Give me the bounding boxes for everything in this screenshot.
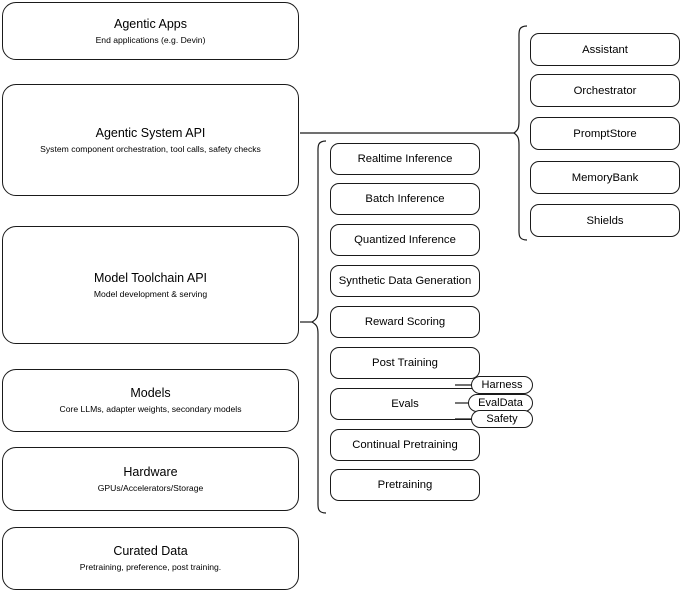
layer-box-agentic-apps[interactable]: Agentic Apps End applications (e.g. Devi… [2, 2, 299, 60]
toolchain-node-batch-inference[interactable]: Batch Inference [330, 183, 480, 215]
node-label: PromptStore [573, 127, 637, 140]
brace-toolchain-components [310, 140, 327, 514]
system-node-orchestrator[interactable]: Orchestrator [530, 74, 680, 107]
pill-label: Harness [481, 378, 523, 391]
node-label: Pretraining [377, 479, 433, 491]
system-node-memorybank[interactable]: MemoryBank [530, 161, 680, 194]
layer-subtitle: Pretraining, preference, post training. [79, 562, 222, 572]
layer-box-agentic-system-api[interactable]: Agentic System API System component orch… [2, 84, 299, 196]
evals-pill-harness[interactable]: Harness [471, 376, 533, 394]
node-label: Post Training [372, 357, 438, 369]
layer-subtitle: End applications (e.g. Devin) [95, 34, 206, 45]
node-label: Batch Inference [365, 193, 445, 205]
layer-subtitle: System component orchestration, tool cal… [40, 143, 261, 154]
toolchain-node-pretraining[interactable]: Pretraining [330, 469, 480, 501]
toolchain-node-reward-scoring[interactable]: Reward Scoring [330, 306, 480, 338]
toolchain-node-evals[interactable]: Evals [330, 388, 480, 420]
pill-label: Safety [486, 412, 518, 425]
node-label: Orchestrator [573, 84, 637, 97]
layer-box-hardware[interactable]: Hardware GPUs/Accelerators/Storage [2, 447, 299, 511]
node-label: Evals [391, 398, 419, 410]
node-label: Realtime Inference [357, 153, 453, 165]
system-node-shields[interactable]: Shields [530, 204, 680, 237]
node-label: Assistant [582, 43, 628, 56]
layer-box-models[interactable]: Models Core LLMs, adapter weights, secon… [2, 369, 299, 432]
node-label: Synthetic Data Generation [338, 275, 472, 287]
layer-title: Agentic System API [95, 125, 206, 140]
layer-title: Curated Data [113, 544, 188, 558]
system-node-promptstore[interactable]: PromptStore [530, 117, 680, 150]
toolchain-node-synthetic-data-generation[interactable]: Synthetic Data Generation [330, 265, 480, 297]
node-label: Reward Scoring [364, 316, 446, 328]
node-label: MemoryBank [571, 171, 639, 184]
toolchain-node-continual-pretraining[interactable]: Continual Pretraining [330, 429, 480, 461]
layer-title: Agentic Apps [114, 16, 187, 31]
layer-subtitle: Core LLMs, adapter weights, secondary mo… [59, 404, 242, 414]
node-label: Continual Pretraining [352, 439, 458, 451]
pill-label: EvalData [478, 396, 523, 409]
node-label: Shields [586, 214, 624, 227]
layer-box-model-toolchain-api[interactable]: Model Toolchain API Model development & … [2, 226, 299, 344]
brace-system-components [513, 25, 528, 241]
layer-subtitle: GPUs/Accelerators/Storage [97, 482, 204, 493]
toolchain-node-post-training[interactable]: Post Training [330, 347, 480, 379]
toolchain-node-quantized-inference[interactable]: Quantized Inference [330, 224, 480, 256]
layer-title: Model Toolchain API [93, 270, 208, 285]
layer-subtitle: Model development & serving [93, 288, 208, 299]
evals-pill-evaldata[interactable]: EvalData [468, 394, 533, 412]
evals-pill-safety[interactable]: Safety [471, 410, 533, 428]
toolchain-node-realtime-inference[interactable]: Realtime Inference [330, 143, 480, 175]
node-label: Quantized Inference [354, 234, 456, 246]
layer-title: Hardware [123, 464, 178, 479]
layer-box-curated-data[interactable]: Curated Data Pretraining, preference, po… [2, 527, 299, 590]
layer-title: Models [130, 386, 171, 400]
system-node-assistant[interactable]: Assistant [530, 33, 680, 66]
